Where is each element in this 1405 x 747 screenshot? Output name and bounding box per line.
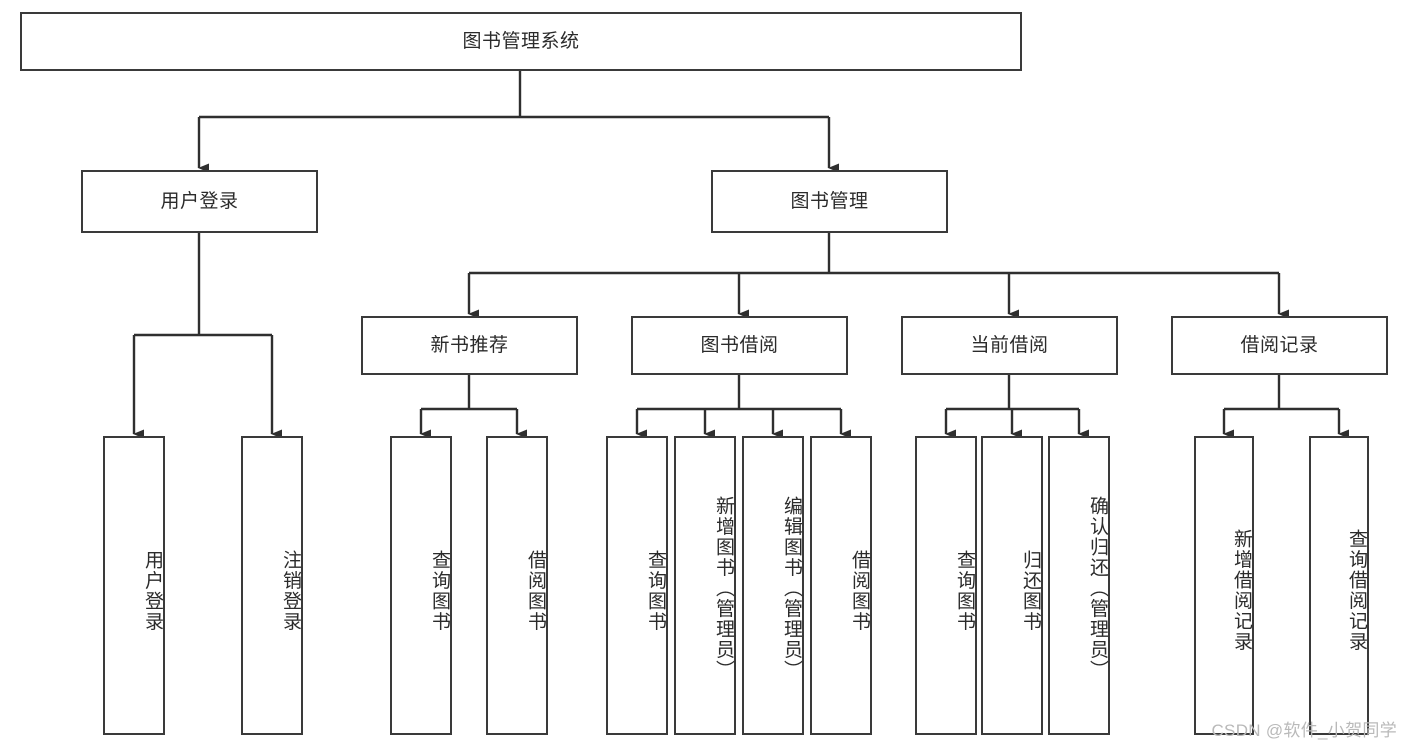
node-new-book-rec[interactable]: 新书推荐 <box>361 316 578 375</box>
leaf-add-record[interactable]: 新增借阅记录 <box>1194 436 1254 735</box>
node-root[interactable]: 图书管理系统 <box>20 12 1022 71</box>
node-borrow-record[interactable]: 借阅记录 <box>1171 316 1388 375</box>
node-book-manage[interactable]: 图书管理 <box>711 170 948 233</box>
leaf-add-book[interactable]: 新增图书（管理员） <box>674 436 736 735</box>
leaf-return-book[interactable]: 归还图书 <box>981 436 1043 735</box>
leaf-query-record[interactable]: 查询借阅记录 <box>1309 436 1369 735</box>
node-book-borrow[interactable]: 图书借阅 <box>631 316 848 375</box>
watermark-text: CSDN @软件_小贺同学 <box>1211 721 1397 740</box>
node-user-login[interactable]: 用户登录 <box>81 170 318 233</box>
leaf-query-book-borrow[interactable]: 查询图书 <box>606 436 668 735</box>
leaf-logout[interactable]: 注销登录 <box>241 436 303 735</box>
leaf-confirm-return[interactable]: 确认归还（管理员） <box>1048 436 1110 735</box>
leaf-user-login[interactable]: 用户登录 <box>103 436 165 735</box>
leaf-query-book-rec[interactable]: 查询图书 <box>390 436 452 735</box>
node-current-borrow[interactable]: 当前借阅 <box>901 316 1118 375</box>
leaf-borrow-book[interactable]: 借阅图书 <box>810 436 872 735</box>
leaf-borrow-book-rec[interactable]: 借阅图书 <box>486 436 548 735</box>
leaf-query-book-cur[interactable]: 查询图书 <box>915 436 977 735</box>
leaf-edit-book[interactable]: 编辑图书（管理员） <box>742 436 804 735</box>
